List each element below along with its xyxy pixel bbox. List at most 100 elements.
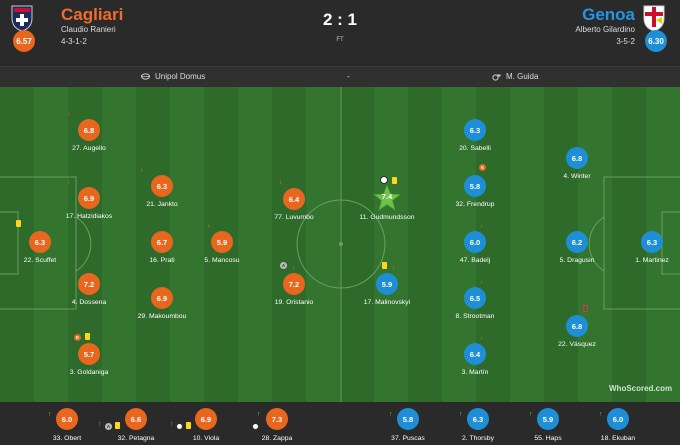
man-of-the-match-star-icon	[373, 184, 401, 211]
player-prati[interactable]: 6.7 16. Prati	[117, 231, 207, 275]
player-label: 5. Mancosu	[204, 257, 240, 264]
sub-haps[interactable]: ↑ 5.9 55. Haps	[508, 405, 588, 445]
player-name: Frendrup	[466, 201, 495, 208]
pitch: ↓ 6.8 27. Augello ↓ 6.9 17. Hatzidiakos …	[0, 87, 680, 402]
player-name: Hatzidiakos	[77, 213, 113, 220]
player-rating: 6.9	[78, 187, 100, 209]
sub-thorsby[interactable]: ↑ 6.3 2. Thorsby	[438, 405, 518, 445]
player-winter[interactable]: 6.8 4. Winter	[532, 147, 622, 191]
player-martinez[interactable]: 6.3 1. Martinez	[607, 231, 680, 275]
away-formation: 3-5-2	[616, 37, 635, 46]
away-coach: Alberto Gilardino	[575, 25, 635, 34]
player-gudmundsson[interactable]: 7.4 11. Gudmundsson	[342, 176, 432, 232]
player-label: 18. Ekuban	[600, 435, 636, 442]
player-rating: 7.2	[283, 273, 305, 295]
home-team-name[interactable]: Cagliari	[61, 5, 124, 24]
player-label: 17. Malinovskyi	[363, 299, 411, 306]
player-dossena[interactable]: 7.2 4. Dossena	[44, 273, 134, 317]
player-name: Badelj	[471, 257, 491, 264]
player-augello[interactable]: ↓ 6.8 27. Augello	[44, 110, 134, 163]
player-label: 3. Martín	[461, 369, 489, 376]
player-name: Jankto	[157, 201, 178, 208]
player-number: 5	[559, 257, 564, 264]
player-label: 10. Viola	[192, 435, 220, 442]
sub-obert[interactable]: ↑ 6.0 33. Obert	[27, 405, 107, 445]
player-scuffet[interactable]: 6.3 22. Scuffet	[0, 220, 85, 275]
player-name: Malinovskyi	[375, 299, 411, 306]
player-label: 19. Oristanio	[274, 299, 314, 306]
sub-puscas[interactable]: ↑ 5.8 37. Puscas	[368, 405, 448, 445]
sub-on-arrow-icon: ↑	[257, 411, 261, 418]
player-rating: 6.4	[464, 343, 486, 365]
error-badge-icon: E	[479, 164, 486, 171]
player-oristanio[interactable]: A ↓ 7.2 19. Oristanio	[249, 262, 339, 317]
player-rating: 6.8	[78, 119, 100, 141]
player-rating: 6.3	[464, 119, 486, 141]
player-label: 32. Petagna	[117, 435, 155, 442]
goal-ball-icon	[176, 423, 183, 430]
player-label: 37. Puscas	[391, 435, 425, 442]
player-malinovskyi[interactable]: ↓ 5.9 17. Malinovskyi	[342, 262, 432, 317]
player-number: 18	[600, 435, 609, 442]
player-label: 47. Badelj	[459, 257, 491, 264]
player-rating: 6.9	[195, 408, 217, 430]
player-rating: 6.7	[151, 231, 173, 253]
match-score: 2 : 1	[322, 10, 358, 29]
sub-on-arrow-icon: ↑	[48, 411, 52, 418]
player-label: 22. Vásquez	[558, 341, 596, 348]
player-label: 22. Scuffet	[23, 257, 57, 264]
sub-ekuban[interactable]: ↑ 6.0 18. Ekuban	[578, 405, 658, 445]
player-rating: 5.8	[464, 175, 486, 197]
card-outline-icon	[583, 305, 588, 312]
genoa-logo-icon	[643, 5, 665, 32]
player-hatzidiakos[interactable]: ↓ 6.9 17. Hatzidiakos	[44, 178, 134, 231]
player-rating: 7.3	[266, 408, 288, 430]
player-makoumbou[interactable]: 6.9 29. Makoumbou	[117, 287, 207, 331]
player-rating: 5.8	[397, 408, 419, 430]
player-rating: 6.0	[56, 408, 78, 430]
player-name: Ekuban	[612, 435, 636, 442]
goal-ball-icon	[380, 176, 388, 184]
player-name: Zappa	[273, 435, 293, 442]
player-strootman[interactable]: ↓ 6.5 8. Strootman	[430, 278, 520, 331]
player-rating: 6.5	[464, 287, 486, 309]
player-label: 29. Makoumbou	[137, 313, 187, 320]
sub-on-arrow-icon: ↑	[170, 421, 174, 428]
sub-viola[interactable]: ↑ 6.9 10. Viola	[166, 405, 246, 445]
player-name: Strootman	[463, 313, 495, 320]
player-number: 33	[52, 435, 61, 442]
player-name: Dossena	[79, 299, 107, 306]
player-number: 17	[363, 299, 372, 306]
player-name: Oristanio	[286, 299, 314, 306]
player-mancosu[interactable]: ↓ 5.9 5. Mancosu	[177, 222, 267, 275]
sub-zappa[interactable]: ↑ 7.3 28. Zappa	[237, 405, 317, 445]
player-name: Scuffet	[35, 257, 57, 264]
player-name: Sabelli	[470, 145, 491, 152]
player-sabelli[interactable]: 6.3 20. Sabelli	[430, 119, 520, 163]
sub-off-arrow-icon: ↓	[292, 264, 296, 271]
away-team-rating: 6.30	[645, 30, 667, 52]
player-vasquez[interactable]: 6.8 22. Vásquez	[532, 305, 622, 359]
player-goldaniga[interactable]: E 5.7 3. Goldaniga	[44, 333, 134, 387]
sub-on-arrow-icon: ↑	[98, 421, 102, 428]
player-number: 16	[149, 257, 157, 264]
player-name: Obert	[64, 435, 82, 442]
yellow-card-icon	[85, 333, 90, 340]
player-dragusin[interactable]: 6.2 5. Dragusin	[532, 231, 622, 275]
player-number: 2	[462, 435, 466, 442]
player-martin[interactable]: ↓ 6.4 3. Martín	[430, 334, 520, 387]
player-number: 19	[274, 299, 283, 306]
player-luvumbo[interactable]: ↓ 6.4 77. Luvumbo	[249, 179, 339, 232]
player-badelj[interactable]: ↓ 6.0 47. Badelj	[430, 222, 520, 275]
away-team-name[interactable]: Genoa	[582, 5, 635, 24]
player-rating: 5.9	[537, 408, 559, 430]
player-name: Dragusin	[567, 257, 595, 264]
player-jankto[interactable]: ↓ 6.3 21. Jankto	[117, 166, 207, 219]
player-label: 27. Augello	[72, 145, 106, 152]
player-number: 11	[359, 214, 367, 221]
player-name: Prati	[160, 257, 175, 264]
player-frendrup[interactable]: E 5.8 32. Frendrup	[430, 164, 520, 219]
sub-petagna[interactable]: ↑ A 6.6 32. Petagna	[96, 405, 176, 445]
referee-name: M. Guida	[506, 72, 539, 81]
